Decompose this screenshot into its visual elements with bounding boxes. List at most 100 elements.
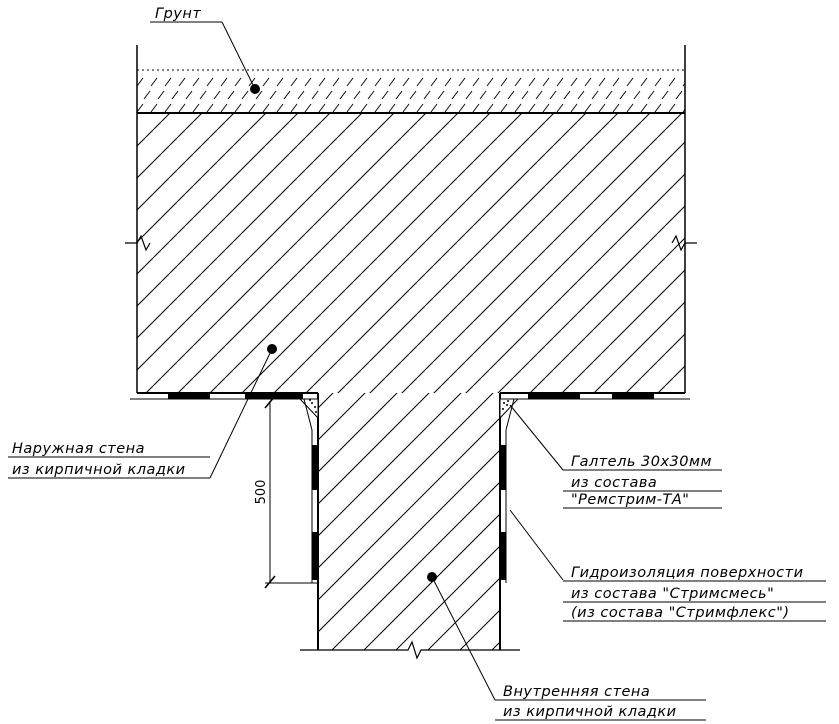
soil-hatch-line [276,77,284,87]
hatch-line [401,113,683,393]
soil-hatch-line [626,103,634,113]
soil-hatch-line [556,103,564,113]
hatch-line [427,577,500,650]
soil-hatch-line [137,77,144,87]
soil-hatch-line [556,77,564,87]
soil-hatch-line [262,77,270,87]
soil-hatch-line [213,90,221,100]
soil-hatch-line [374,77,382,87]
soil-hatch-line [682,108,685,113]
hatch-line [137,113,299,275]
label-outer-wall: Наружная стена из кирпичной кладки [8,441,210,479]
soil-hatch-line [430,77,438,87]
soil-hatch-line [150,103,158,113]
soil-hatch-line [612,77,620,87]
soil-hatch-line [472,103,480,113]
soil-hatch-line [486,77,494,87]
soil-hatch-line [598,77,606,87]
hatch-line [331,481,500,650]
hatch-line [0,108,15,398]
soil-hatch-line [241,90,249,100]
hatch-line [717,108,839,398]
soil-hatch-line [339,90,347,100]
outer-wall-section [0,45,839,398]
soil-hatch-line [164,103,172,113]
hatch-line [363,513,500,650]
soil-hatch-line [185,90,193,100]
soil-hatch-line [682,82,685,87]
inner-wall-label-line2: из кирпичной кладки [503,704,677,720]
soil-hatch-line [704,91,710,99]
hatch-line [137,113,331,307]
soil-hatch-line [388,103,396,113]
soil-hatch-line [304,77,312,87]
soil-hatch-line [465,90,473,100]
hatch-line [137,113,171,147]
soil-hatch-line [332,77,340,87]
soil-hatch-line [374,103,382,113]
soil-hatch-line [220,103,228,113]
soil-hatch-line [570,103,578,113]
dimension-label: 500 [254,480,269,505]
soil-hatch-line [192,77,200,87]
soil-hatch-line [402,103,410,113]
hatch-line [305,113,587,393]
hatch-line [273,113,555,393]
soil-hatch-line [367,90,375,100]
hatch-line [0,388,242,655]
bottom-waterproof-strip [130,394,690,400]
hatch-line [318,393,334,409]
hatch-line [433,141,685,393]
hatch-line [813,108,839,398]
soil-hatch-line [697,78,703,86]
hatch-line [781,108,839,398]
soil-hatch-line [668,103,676,113]
label-ground: Грунт [155,6,201,22]
soil-hatch-line [430,103,438,113]
soil-hatch-line [591,90,599,100]
soil-hatch-line [381,90,389,100]
soil-hatch-line [346,103,354,113]
hatch-line [337,113,619,393]
soil-hatch-line [164,77,172,87]
soil-hatch-line [486,103,494,113]
soil-hatch-line [332,103,340,113]
soil-hatch-line [192,103,200,113]
soil-hatch-line [178,103,186,113]
soil-hatch-line [640,77,648,87]
soil-hatch-line [276,103,284,113]
soil-hatch-line [661,90,669,100]
hatch-line [593,301,685,393]
soil-hatch-line [318,103,326,113]
hatch-line [137,113,363,339]
hatch-line [807,388,839,655]
hatch-line [0,108,111,398]
soil-hatch-line [542,77,550,87]
fillet-label-line3: "Ремстрим-ТА" [571,492,689,508]
waterproof-label-line2: из состава "Стримсмесь" [571,586,774,602]
soil-hatch-line [255,90,263,100]
soil-hatch-line [157,90,165,100]
hatch-line [318,393,462,537]
hatch-line [0,388,178,655]
hatch-line [209,113,491,393]
soil-hatch-line [297,90,305,100]
soil-hatch-line [570,77,578,87]
label-inner-wall: Внутренняя стена из кирпичной кладки [495,684,706,721]
hatch-line [561,269,685,393]
hatch-line [318,393,398,473]
soil-hatch-line [248,103,256,113]
soil-hatch-line [697,104,703,112]
hatch-line [137,113,203,179]
soil-hatch-line [262,103,270,113]
soil-hatch-line [206,103,214,113]
hatch-line [0,388,210,655]
soil-hatch-line [402,77,410,87]
soil-hatch-line [416,77,424,87]
leader-lines [150,21,564,701]
hatch-line [318,449,500,633]
hatch-line [241,113,523,393]
soil-hatch-line [500,77,508,87]
fillet-label-line2: из состава [571,475,657,491]
soil-hatch-line [416,103,424,113]
